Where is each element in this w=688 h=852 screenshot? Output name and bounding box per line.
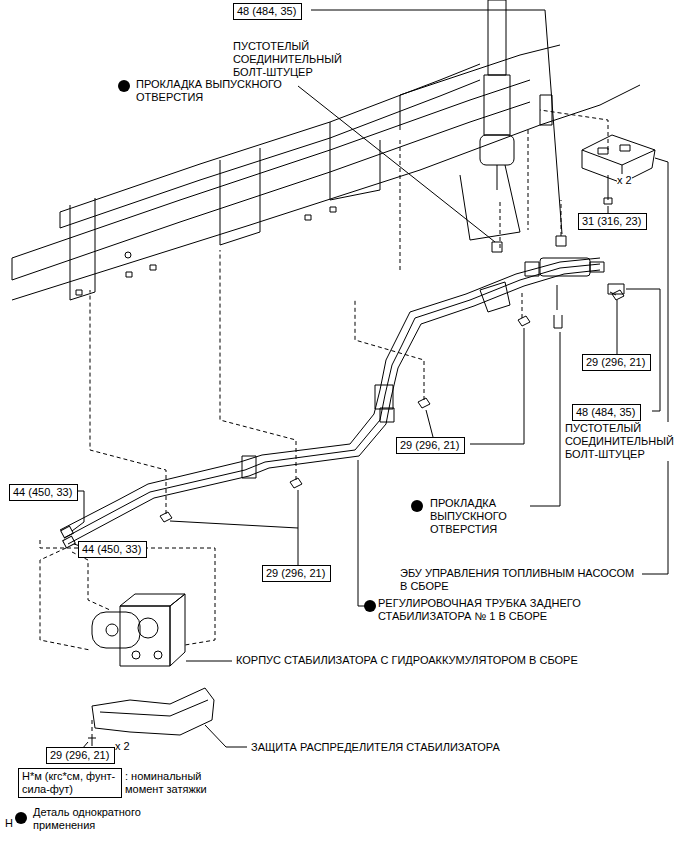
part-label: x 2: [115, 740, 130, 753]
torque-box: 29 (296, 21): [262, 565, 331, 582]
torque-box: 48 (484, 35): [572, 404, 641, 421]
torque-value: 29 (296, 21): [400, 439, 461, 452]
part-label: x 2: [617, 174, 632, 187]
torque-value: 29 (296, 21): [586, 356, 647, 369]
torque-box: 29 (296, 21): [396, 437, 465, 454]
torque-value: 48 (484, 35): [237, 5, 298, 18]
torque-box: 29 (296, 21): [46, 747, 115, 764]
torque-value: 31 (316, 23): [582, 215, 643, 228]
torque-value: 29 (296, 21): [50, 749, 111, 762]
torque-box: Н*м (кгс*см, фунт-сила-фут): [18, 768, 122, 798]
part-label: ПРОКЛАДКА ВЫПУСКНОГО ОТВЕРСТИЯ: [136, 78, 296, 104]
torque-box: 48 (484, 35): [233, 3, 302, 20]
part-label: ЭБУ УПРАВЛЕНИЯ ТОПЛИВНЫМ НАСОСОМ В СБОРЕ: [400, 567, 638, 593]
part-label: ПРОКЛАДКА ВЫПУСКНОГО ОТВЕРСТИЯ: [430, 497, 530, 536]
torque-box: 44 (450, 33): [9, 484, 78, 501]
part-label: ЗАЩИТА РАСПРЕДЕЛИТЕЛЯ СТАБИЛИЗАТОРА: [251, 741, 500, 754]
torque-value: 44 (450, 33): [82, 543, 143, 556]
torque-value: 48 (484, 35): [576, 406, 637, 419]
part-label: H: [5, 817, 13, 830]
torque-value: 44 (450, 33): [13, 486, 74, 499]
part-label: ПУСТОТЕЛЫЙ СОЕДИНИТЕЛЬНЫЙ БОЛТ-ШТУЦЕР: [565, 422, 679, 461]
torque-value: Н*м (кгс*см, фунт-сила-фут): [22, 770, 118, 796]
torque-value: 29 (296, 21): [266, 567, 327, 580]
single-use-mark: [15, 80, 423, 824]
torque-box: 29 (296, 21): [582, 354, 651, 371]
legend-text: Деталь однократного применения: [33, 806, 161, 832]
torque-box: 31 (316, 23): [578, 213, 647, 230]
legend-text: : номинальный момент затяжки: [125, 770, 227, 796]
part-label: КОРПУС СТАБИЛИЗАТОРА С ГИДРОАККУМУЛЯТОРО…: [236, 654, 578, 667]
torque-box: 44 (450, 33): [78, 541, 147, 558]
part-label: РЕГУЛИРОВОЧНАЯ ТРУБКА ЗАДНЕГО СТАБИЛИЗАТ…: [378, 597, 596, 623]
part-label: ПУСТОТЕЛЫЙ СОЕДИНИТЕЛЬНЫЙ БОЛТ-ШТУЦЕР: [233, 40, 347, 79]
